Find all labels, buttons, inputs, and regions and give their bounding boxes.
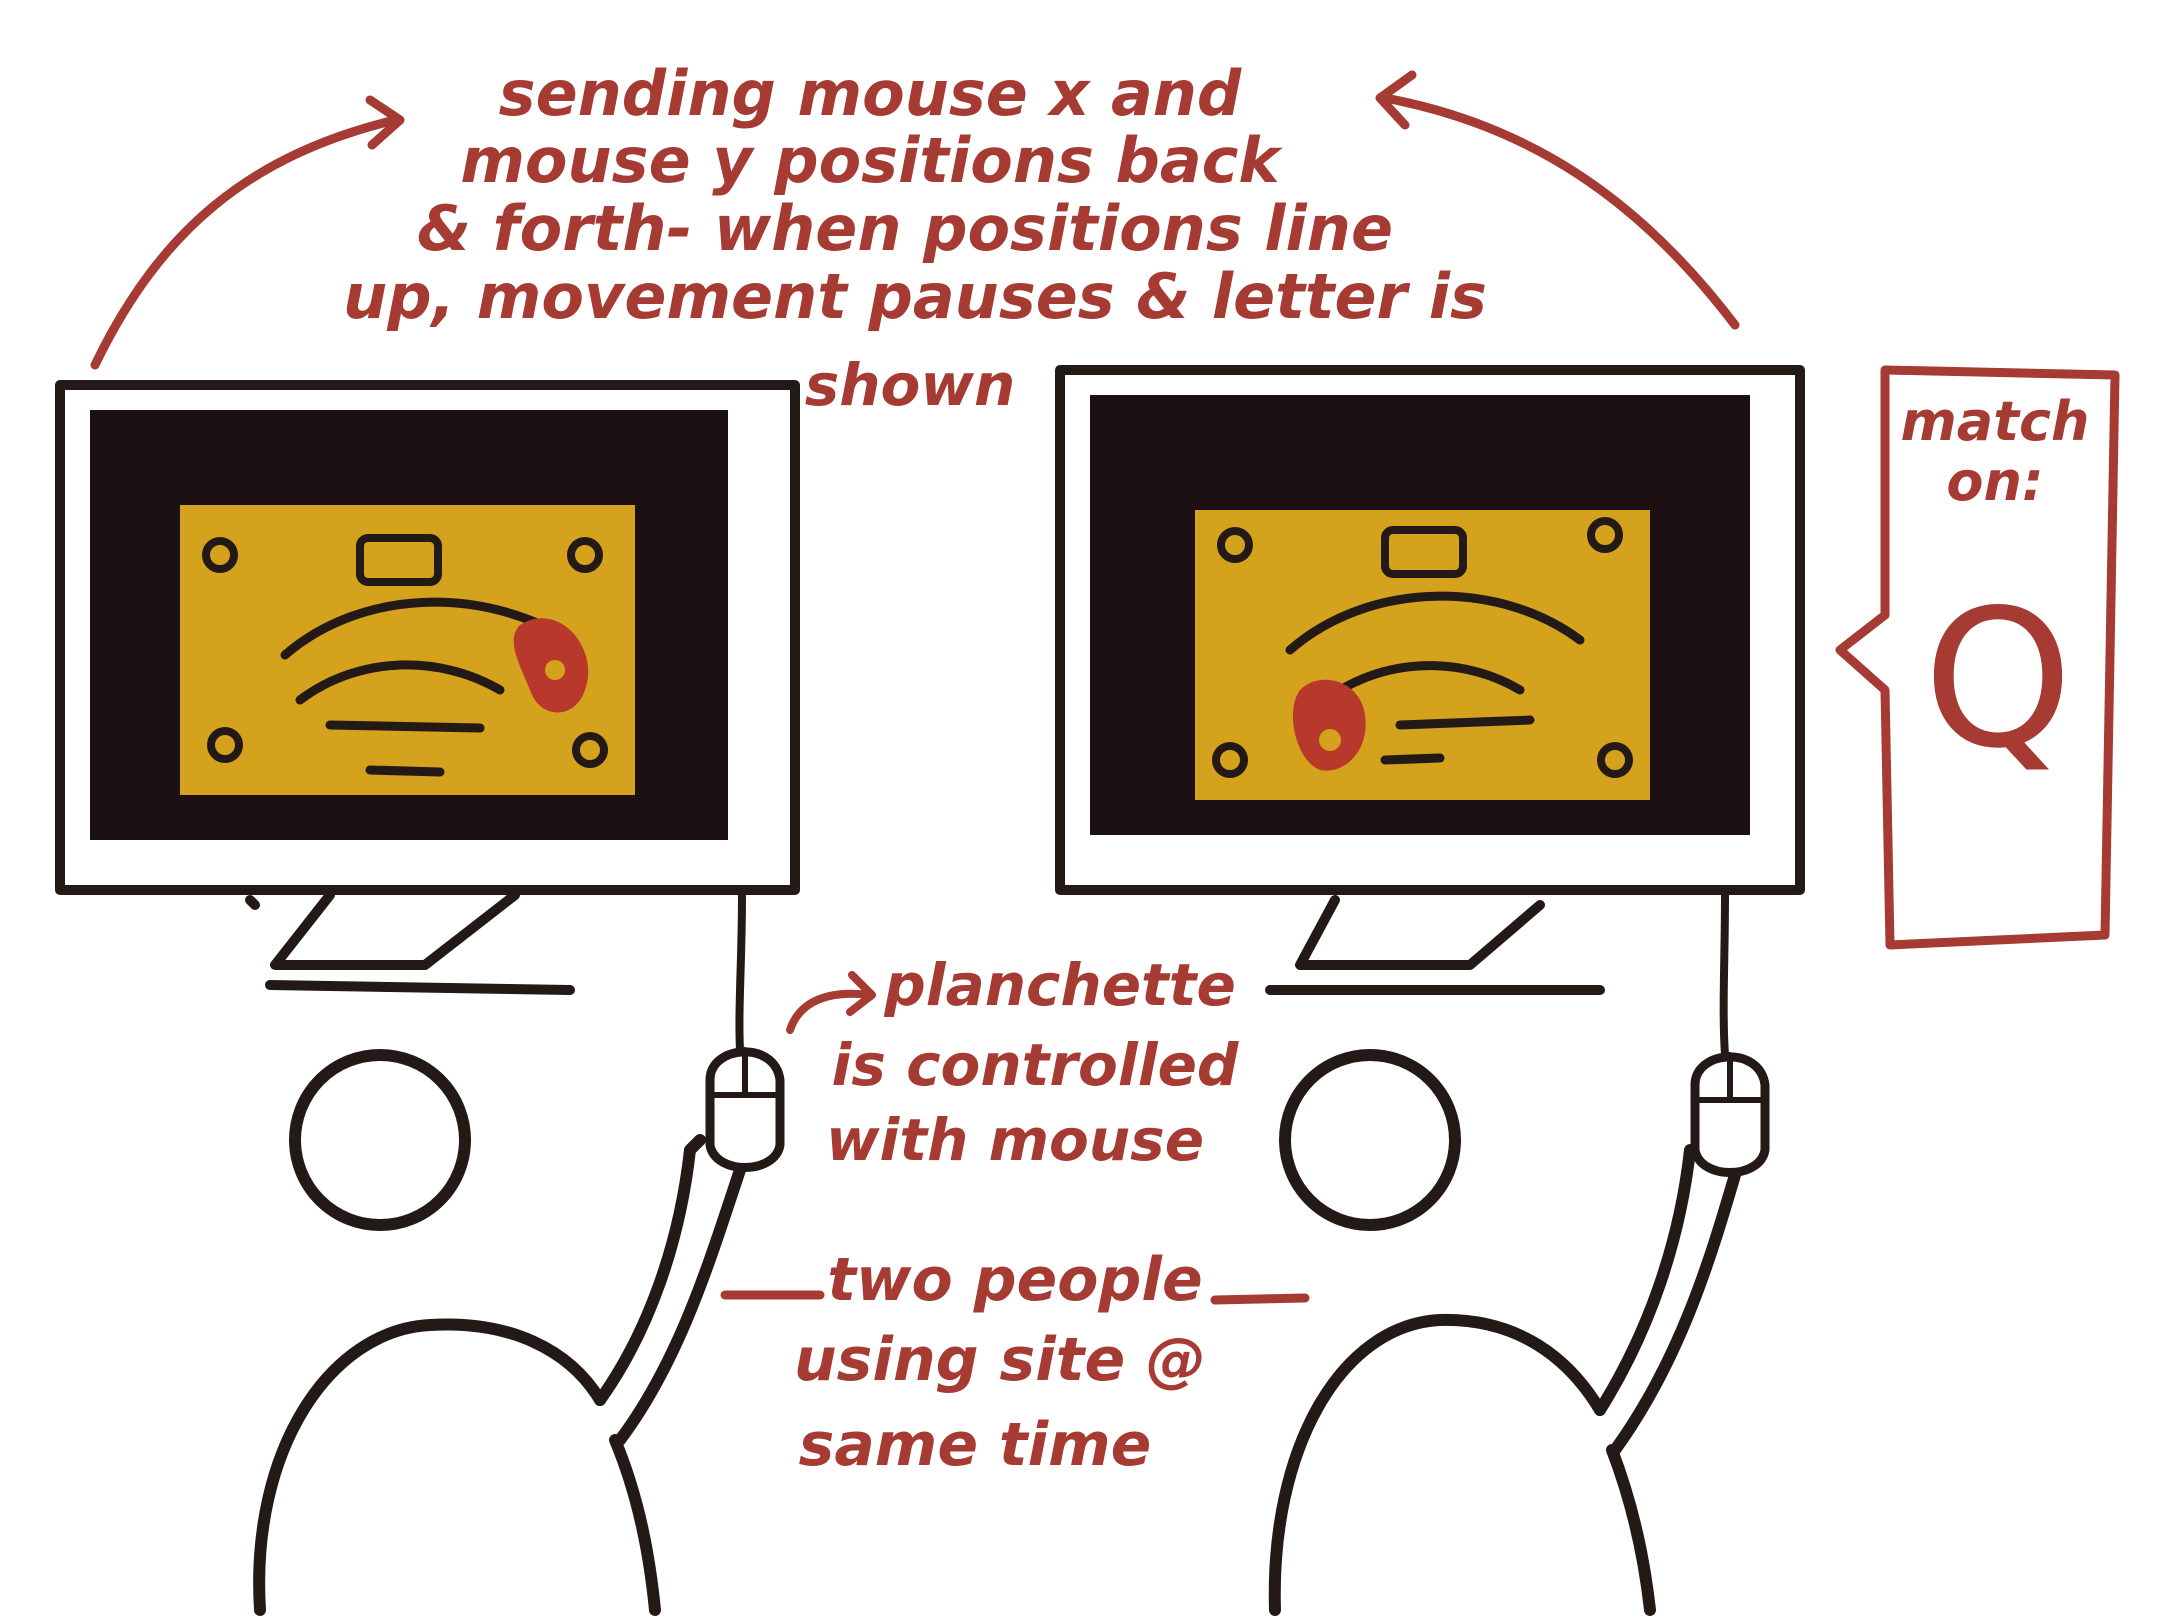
right-planchette-icon <box>1292 679 1366 771</box>
left-planchette-icon <box>513 618 589 713</box>
match-label-line-2: on: <box>1946 450 2043 513</box>
left-mouse-icon <box>705 1047 785 1172</box>
planchette-note-line-3: with mouse <box>826 1106 1204 1174</box>
right-person-icon <box>1268 1049 1741 1616</box>
caption-line-5: shown <box>805 351 1016 419</box>
people-note-line-2: using site @ <box>794 1325 1206 1395</box>
planchette-note: planchette is controlled with mouse <box>786 951 1239 1174</box>
people-note-line-3: same time <box>799 1410 1152 1480</box>
left-curved-arrow-icon <box>90 95 405 370</box>
right-ouija-board <box>1195 510 1650 800</box>
caption-line-2: mouse y positions back <box>460 124 1283 197</box>
match-letter: Q <box>1923 569 2073 790</box>
right-curved-arrow-icon <box>1375 70 1740 330</box>
right-mouse-icon <box>1690 1052 1770 1177</box>
planchette-arrow-icon <box>786 971 876 1034</box>
caption-line-1: sending mouse x and <box>499 57 1242 130</box>
people-note: two people using site @ same time <box>720 1245 1310 1480</box>
left-person-icon <box>253 1049 746 1616</box>
caption-line-3: & forth- when positions line <box>417 192 1393 265</box>
planchette-note-line-1: planchette <box>883 951 1236 1019</box>
people-note-line-1: two people <box>827 1245 1202 1315</box>
top-caption: sending mouse x and mouse y positions ba… <box>343 57 1487 419</box>
right-mouse-cable <box>1719 891 1729 1059</box>
caption-line-4: up, movement pauses & letter is <box>343 260 1487 333</box>
planchette-note-line-2: is controlled <box>832 1031 1239 1099</box>
match-label-line-1: match <box>1901 390 2090 453</box>
left-mouse-cable <box>735 891 746 1054</box>
match-callout: match on: Q <box>1835 365 2120 950</box>
left-ouija-board <box>180 505 635 795</box>
